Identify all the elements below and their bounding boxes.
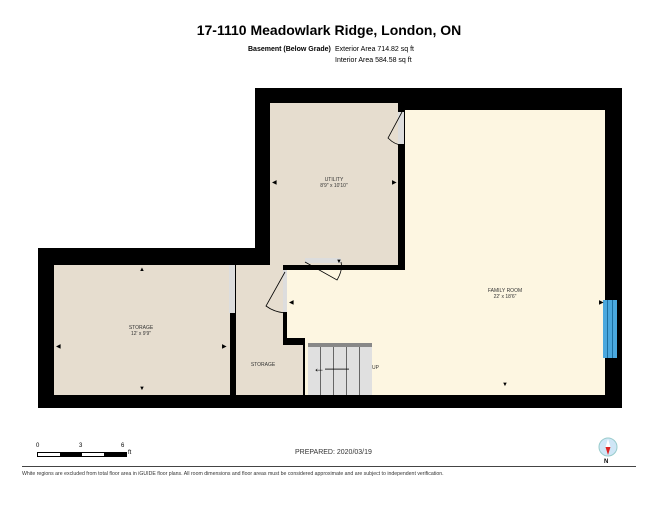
scale-tick: 3: [79, 443, 83, 449]
stairs-label: UP: [372, 365, 379, 371]
prepared-date: PREPARED: 2020/03/19: [295, 449, 372, 456]
room-dims: 8'9" x 10'10": [320, 183, 348, 189]
dimension-arrow-icon: ◀: [289, 300, 294, 306]
stairs: [308, 343, 372, 395]
room-label: STORAGE: [238, 362, 288, 368]
scale-tick: 0: [36, 443, 40, 449]
exterior-area: Exterior Area 714.82 sq ft: [335, 46, 414, 53]
divider: [22, 466, 636, 467]
utility-room: [270, 103, 398, 265]
interior-area: Interior Area 584.58 sq ft: [335, 57, 412, 64]
disclaimer: White regions are excluded from total fl…: [22, 471, 444, 477]
stairs-arrow-icon: ←——: [313, 361, 349, 375]
room-dims: 12' x 9'9": [130, 331, 152, 337]
scale-tick: 6: [121, 443, 125, 449]
dimension-arrow-icon: ▶: [392, 180, 397, 186]
dimension-arrow-icon: ◀: [56, 344, 61, 350]
storage-room-2: [236, 265, 283, 395]
window: [603, 300, 617, 358]
scale-unit: ft: [128, 450, 132, 456]
dimension-arrow-icon: ▼: [502, 382, 508, 388]
storage-room: [54, 265, 230, 395]
room-name: STORAGE: [128, 325, 154, 331]
compass-label: N: [604, 459, 609, 465]
room-name: FAMILY ROOM: [487, 288, 523, 294]
dimension-arrow-icon: ▼: [336, 259, 342, 265]
family-room: [405, 110, 605, 395]
dimension-arrow-icon: ▶: [599, 300, 604, 306]
dimension-arrow-icon: ◀: [272, 180, 277, 186]
room-name: STORAGE: [250, 362, 276, 368]
dimension-arrow-icon: ▲: [139, 267, 145, 273]
room-name: UTILITY: [324, 177, 344, 183]
page-title: 17-1110 Meadowlark Ridge, London, ON: [196, 22, 462, 38]
room-dims: 22' x 18'6": [493, 294, 517, 300]
dimension-arrow-icon: ▼: [139, 386, 145, 392]
floor-name: Basement (Below Grade): [248, 46, 331, 53]
dimension-arrow-icon: ▶: [222, 344, 227, 350]
compass-icon: [598, 437, 618, 457]
